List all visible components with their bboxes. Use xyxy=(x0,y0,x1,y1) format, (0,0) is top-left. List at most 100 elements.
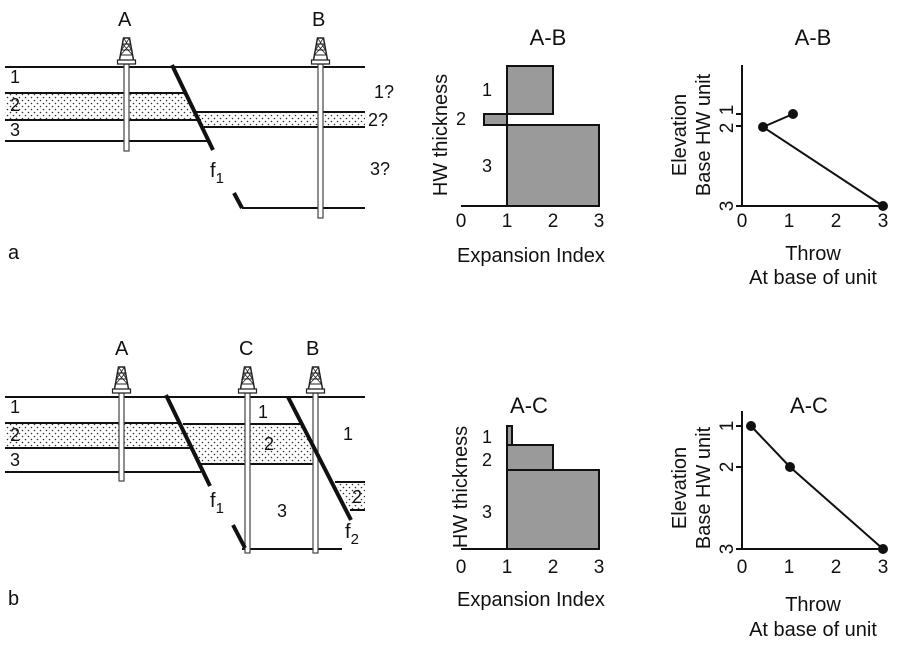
sand-unit-footwall xyxy=(5,423,192,448)
y-axis-label: Base HW unit xyxy=(693,73,715,196)
y-tick-label: 3 xyxy=(717,201,738,212)
sand-unit-footwall xyxy=(5,93,201,120)
throw-line xyxy=(750,425,884,550)
x-tick-label: 3 xyxy=(878,211,889,232)
ei-bar xyxy=(506,425,513,446)
well-a xyxy=(118,392,125,482)
well-label-a: A xyxy=(118,9,132,31)
unit-label: 2 xyxy=(482,450,492,470)
well-b xyxy=(312,392,319,554)
ei-chart-b: A-C 0 1 2 3 1 2 3 HW thickness Expansion… xyxy=(450,393,605,611)
fault-label-f2: f2 xyxy=(345,521,359,548)
well-c xyxy=(244,392,251,554)
chart-title: A-B xyxy=(795,25,832,50)
throw-point xyxy=(788,109,798,119)
x-tick-label: 2 xyxy=(831,211,842,232)
fault-label-f1: f1 xyxy=(210,490,224,517)
x-tick-label: 0 xyxy=(456,557,467,578)
y-tick-label: 1 xyxy=(717,105,738,116)
y-tick-label: 2 xyxy=(717,123,738,134)
layer-label: 1 xyxy=(10,397,20,417)
well-label-b: B xyxy=(306,338,319,360)
unit-label: 1 xyxy=(482,80,492,100)
x-tick-label: 2 xyxy=(548,211,559,232)
well-label-c: C xyxy=(239,338,253,360)
chart-title: A-C xyxy=(790,393,828,418)
layer-label: 3? xyxy=(370,159,390,179)
unit-label: 2 xyxy=(456,109,466,129)
rig-b-icon xyxy=(305,366,326,394)
x-tick-label: 2 xyxy=(548,557,559,578)
rig-a-icon xyxy=(116,37,137,65)
fault-f2 xyxy=(286,396,353,521)
x-axis-label: At base of unit xyxy=(749,619,877,641)
throw-point xyxy=(878,544,888,554)
layer-label: 1 xyxy=(343,424,353,444)
fault-f1 xyxy=(170,64,215,151)
layer-label: 1? xyxy=(374,82,394,102)
layer-label: 1 xyxy=(258,402,268,422)
x-tick-label: 1 xyxy=(784,211,795,232)
ei-bar xyxy=(506,65,554,115)
layer-label: 2 xyxy=(10,425,20,445)
rig-a-icon xyxy=(111,366,132,394)
x-tick-label: 0 xyxy=(737,211,748,232)
unit-label: 3 xyxy=(482,156,492,176)
x-tick-label: 1 xyxy=(502,557,513,578)
y-tick-label: 2 xyxy=(717,462,738,473)
rig-c-icon xyxy=(237,366,258,394)
ei-bar xyxy=(506,444,554,471)
ei-chart-a: A-B 0 1 2 3 1 2 3 HW thickness Expansion… xyxy=(430,25,605,267)
layer-label: 2 xyxy=(10,95,20,115)
x-axis-label: Throw xyxy=(785,243,841,265)
well-a xyxy=(123,63,130,152)
x-axis-label: Expansion Index xyxy=(457,589,605,611)
throw-line xyxy=(760,113,884,207)
panel-label-a: a xyxy=(8,242,20,264)
layer-label: 2 xyxy=(352,487,362,507)
layer-label: 3 xyxy=(277,501,287,521)
x-tick-label: 1 xyxy=(502,211,513,232)
layer-label: 3 xyxy=(10,450,20,470)
layer-label: 2 xyxy=(264,434,274,454)
throw-point xyxy=(758,122,768,132)
panel-label-b: b xyxy=(8,588,19,610)
sand-unit-hangingwall xyxy=(196,112,365,127)
chart-title: A-B xyxy=(530,25,567,50)
well-label-b: B xyxy=(312,9,325,31)
y-axis-label: HW thickness xyxy=(450,426,472,548)
throw-chart-a: A-B 0 1 2 3 1 2 3 Elevation Base HW unit… xyxy=(669,25,888,289)
chart-title: A-C xyxy=(510,393,548,418)
throw-point xyxy=(785,462,795,472)
layer-label: 1 xyxy=(10,67,20,87)
rig-b-icon xyxy=(310,37,331,65)
layer-label: 3 xyxy=(10,120,20,140)
x-tick-label: 2 xyxy=(831,557,842,578)
throw-point xyxy=(746,421,756,431)
y-axis-label: Elevation xyxy=(669,447,691,529)
y-tick-label: 3 xyxy=(717,544,738,555)
x-tick-label: 3 xyxy=(594,211,605,232)
y-axis-label: HW thickness xyxy=(430,74,452,196)
throw-point xyxy=(878,201,888,211)
x-axis-label: Throw xyxy=(785,594,841,616)
x-tick-label: 3 xyxy=(594,557,605,578)
unit-label: 3 xyxy=(482,502,492,522)
well-b xyxy=(317,63,324,219)
throw-chart-b: A-C 0 1 2 3 1 2 3 Elevation Base HW unit… xyxy=(669,393,888,641)
x-axis-label: At base of unit xyxy=(749,267,877,289)
ei-bar xyxy=(506,124,600,207)
x-tick-label: 0 xyxy=(737,557,748,578)
unit-label: 1 xyxy=(482,427,492,447)
section-b: A C B 1 2 3 1 2 3 1 2 f1 f2 b xyxy=(5,338,365,610)
ei-bar xyxy=(506,469,600,550)
section-a: A B 1 2 3 1? 2? 3? f1 a xyxy=(5,9,394,264)
fault-f1 xyxy=(164,394,212,487)
x-tick-label: 3 xyxy=(878,557,889,578)
sand-unit-right xyxy=(335,482,365,510)
fault-label-f1: f1 xyxy=(210,160,224,187)
x-tick-label: 1 xyxy=(784,557,795,578)
x-tick-label: 0 xyxy=(456,211,467,232)
x-axis-label: Expansion Index xyxy=(457,245,605,267)
